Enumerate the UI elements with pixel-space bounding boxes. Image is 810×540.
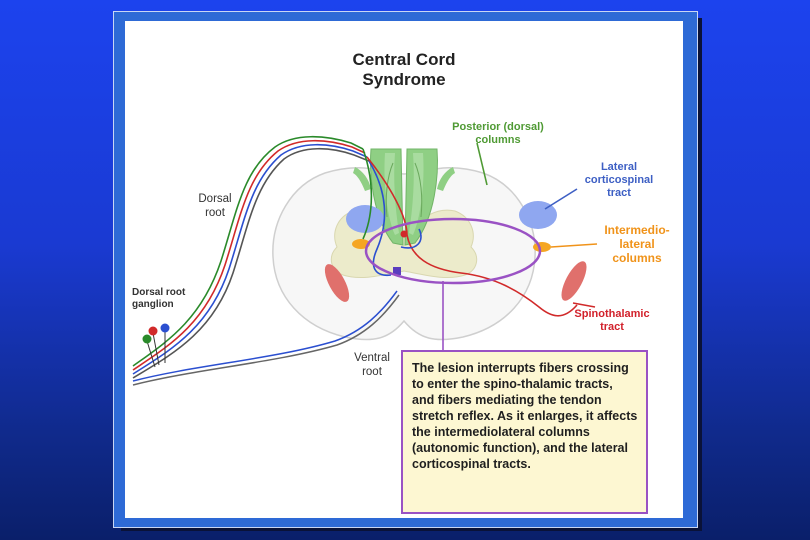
lesion-note-text: The lesion interrupts fibers crossing to…	[412, 361, 638, 471]
pointer-lines	[442, 142, 598, 351]
spinothalamic-label-line-2: tract	[600, 321, 624, 333]
spinothalamic-label: Spinothalamic tract	[565, 308, 659, 334]
posterior-label-line-2: columns	[475, 134, 521, 146]
corticospinal-tract-left	[346, 205, 384, 233]
ganglion-line-1: Dorsal root	[132, 287, 186, 298]
dorsal-root-line-1: Dorsal	[198, 193, 232, 205]
intermediolateral-label: Intermedio- lateral columns	[595, 223, 679, 265]
title-line-2: Syndrome	[362, 70, 446, 89]
cord-diagram	[132, 135, 598, 386]
crossing-fibers	[362, 148, 578, 317]
lesion-outline	[364, 217, 542, 285]
intermedio-label-line-3: columns	[612, 251, 662, 265]
ventral-horn-cell	[393, 267, 401, 275]
lateral-label-line-2: corticospinal	[584, 174, 654, 186]
ganglion-line-2: ganglion	[132, 299, 174, 310]
lateral-label-line-3: tract	[607, 187, 631, 199]
lesion-note-box: The lesion interrupts fibers crossing to…	[401, 350, 648, 514]
neuron-dot-red	[400, 230, 408, 238]
ventral-root-label: Ventral root	[345, 351, 399, 379]
dorsal-root-line-2: root	[205, 207, 225, 219]
title-line-1: Central Cord	[352, 50, 456, 69]
spinothalamic-tract-left	[324, 264, 350, 302]
ganglion-label: Dorsal root ganglion	[132, 287, 212, 311]
dorsal-root-label: Dorsal root	[189, 192, 241, 220]
ventral-root-line-1: Ventral	[354, 352, 390, 364]
diagram-title: Central Cord Syndrome	[125, 50, 683, 90]
ventral-root-fibers	[132, 290, 400, 386]
dorsal-root-fibers	[132, 135, 370, 379]
posterior-label-line-1: Posterior (dorsal)	[452, 121, 544, 133]
spinothalamic-tract-right	[561, 261, 587, 301]
central-cord-figure: Central Cord Syndrome Posterior (dorsal)…	[125, 21, 683, 518]
ganglion-cells	[142, 323, 170, 368]
lateral-label-line-1: Lateral	[600, 161, 638, 173]
intermediolateral-right	[533, 242, 551, 252]
posterior-columns-label: Posterior (dorsal) columns	[437, 121, 559, 147]
spinothalamic-label-line-1: Spinothalamic	[574, 308, 650, 320]
ventral-root-line-2: root	[362, 366, 382, 378]
intermedio-label-line-1: Intermedio-	[604, 223, 670, 237]
lateral-corticospinal-label: Lateral corticospinal tract	[573, 161, 665, 200]
intermedio-label-line-2: lateral	[619, 237, 655, 251]
